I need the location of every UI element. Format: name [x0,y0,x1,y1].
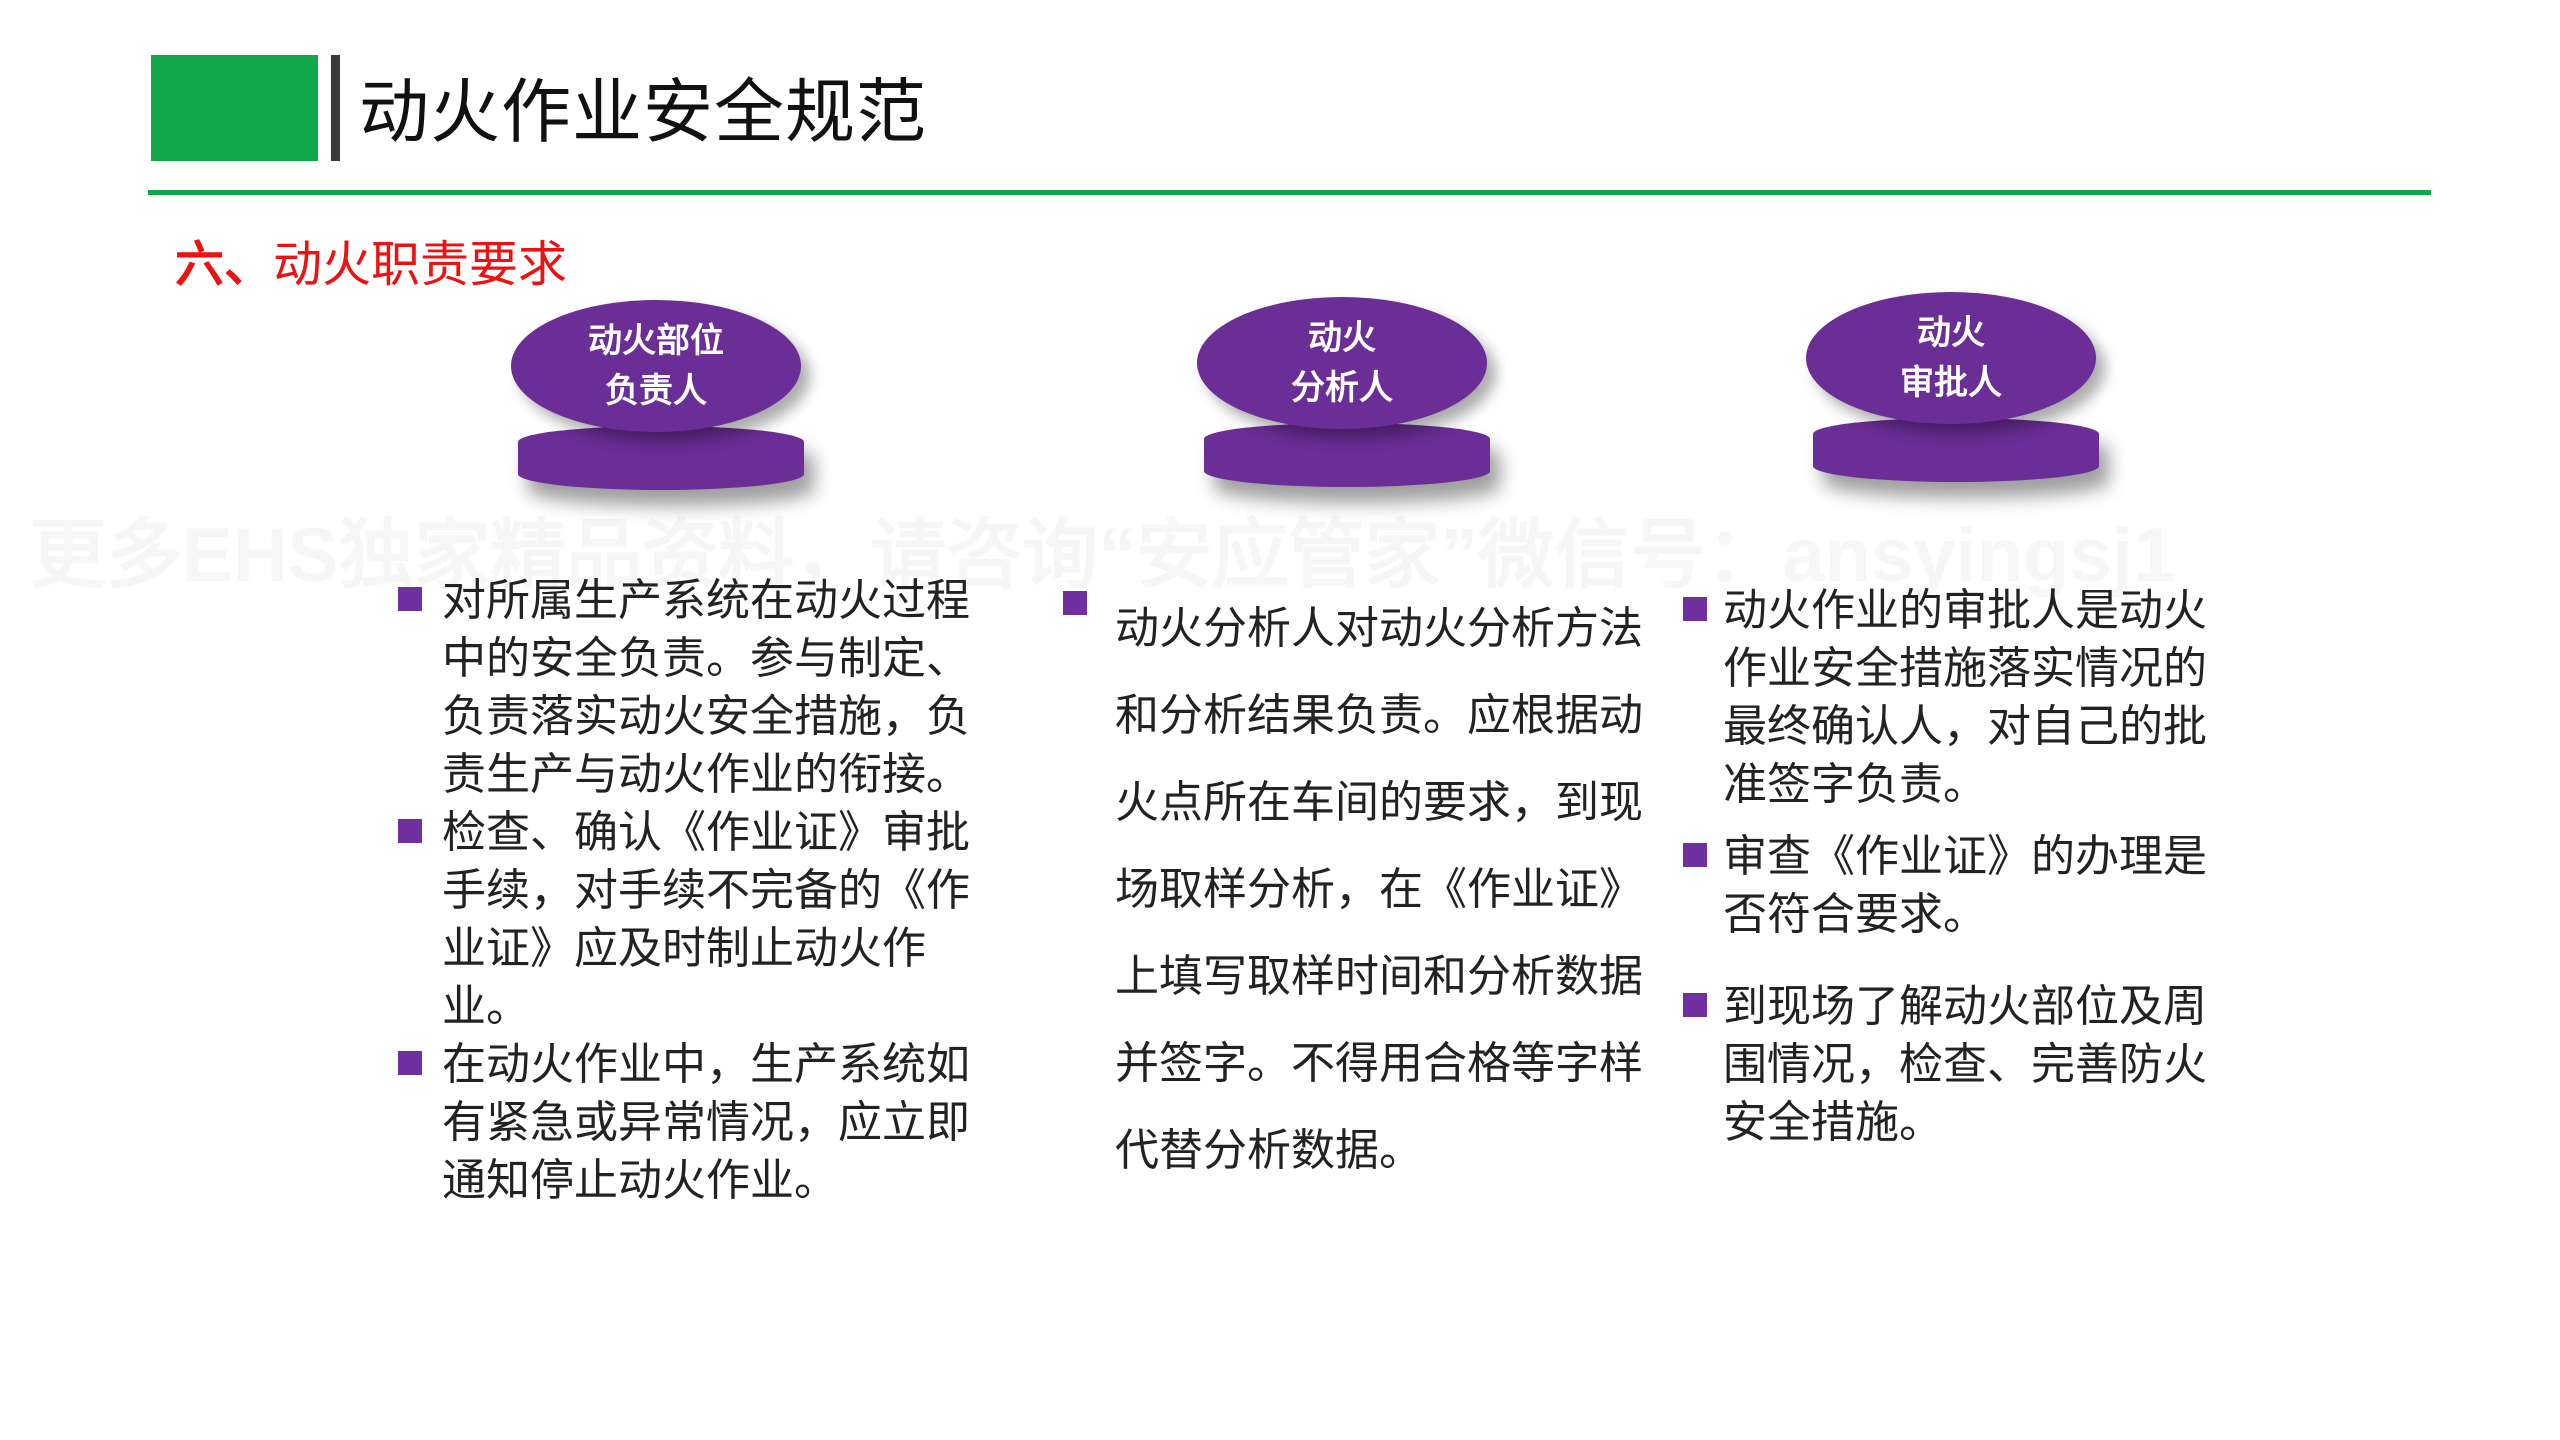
square-bullet-icon [398,1051,422,1075]
role-label-line1: 动火部位 [588,321,724,361]
role-label-line1: 动火 [1308,318,1376,358]
square-bullet-icon [1063,591,1087,615]
role-label: 动火 分析人 [1291,313,1393,413]
role-label: 动火 审批人 [1900,308,2002,408]
role-disc-top: 动火 审批人 [1806,292,2096,424]
role-disc-top: 动火部位 负责人 [511,300,801,432]
list-item: 在动火作业中，生产系统如有紧急或异常情况，应立即通知停止动火作业。 [398,1036,978,1210]
list-item: 动火分析人对动火分析方法和分析结果负责。应根据动火点所在车间的要求，到现场取样分… [1063,585,1643,1194]
role-disc-top: 动火 分析人 [1197,297,1487,429]
bullet-text: 动火分析人对动火分析方法和分析结果负责。应根据动火点所在车间的要求，到现场取样分… [1115,603,1643,1176]
role-disc-base [518,426,804,490]
list-item: 审查《作业证》的办理是否符合要求。 [1683,828,2243,944]
role-disc-base [1204,423,1490,487]
square-bullet-icon [1683,843,1707,867]
square-bullet-icon [398,819,422,843]
section-number: 六、 [175,236,274,293]
role-disc-fire-area-manager: 动火部位 负责人 [511,300,811,530]
role-label-line2: 审批人 [1900,363,2002,403]
bullet-text: 对所属生产系统在动火过程中的安全负责。参与制定、负责落实动火安全措施，负责生产与… [442,575,970,800]
bullet-text: 在动火作业中，生产系统如有紧急或异常情况，应立即通知停止动火作业。 [442,1039,970,1206]
square-bullet-icon [1683,993,1707,1017]
list-item: 到现场了解动火部位及周围情况，检查、完善防火安全措施。 [1683,978,2243,1152]
section-heading-text: 动火职责要求 [273,236,568,293]
bullet-text: 审查《作业证》的办理是否符合要求。 [1723,831,2207,940]
list-item: 对所属生产系统在动火过程中的安全负责。参与制定、负责落实动火安全措施，负责生产与… [398,572,978,804]
slide-title: 动火作业安全规范 [359,71,927,153]
title-underline [148,190,2431,195]
role-disc-fire-analyst: 动火 分析人 [1197,297,1497,527]
square-bullet-icon [398,587,422,611]
title-accent-block [151,55,318,161]
bullet-text: 检查、确认《作业证》审批手续，对手续不完备的《作业证》应及时制止动火作业。 [442,807,970,1032]
role-disc-base [1813,418,2099,482]
list-item: 动火作业的审批人是动火作业安全措施落实情况的最终确认人，对自己的批准签字负责。 [1683,582,2243,814]
bullet-list-fire-analyst: 动火分析人对动火分析方法和分析结果负责。应根据动火点所在车间的要求，到现场取样分… [1063,585,1643,1194]
role-disc-fire-approver: 动火 审批人 [1806,292,2106,522]
role-label-line2: 分析人 [1291,368,1393,408]
title-divider-bar [331,55,340,161]
role-label-line2: 负责人 [605,371,707,411]
square-bullet-icon [1683,597,1707,621]
list-item: 检查、确认《作业证》审批手续，对手续不完备的《作业证》应及时制止动火作业。 [398,804,978,1036]
section-heading: 六、动火职责要求 [175,233,567,297]
bullet-text: 动火作业的审批人是动火作业安全措施落实情况的最终确认人，对自己的批准签字负责。 [1723,585,2207,810]
role-label-line1: 动火 [1917,313,1985,353]
bullet-text: 到现场了解动火部位及周围情况，检查、完善防火安全措施。 [1723,981,2207,1148]
bullet-list-fire-area-manager: 对所属生产系统在动火过程中的安全负责。参与制定、负责落实动火安全措施，负责生产与… [398,572,978,1210]
role-label: 动火部位 负责人 [588,316,724,416]
bullet-list-fire-approver: 动火作业的审批人是动火作业安全措施落实情况的最终确认人，对自己的批准签字负责。 … [1683,582,2243,1152]
